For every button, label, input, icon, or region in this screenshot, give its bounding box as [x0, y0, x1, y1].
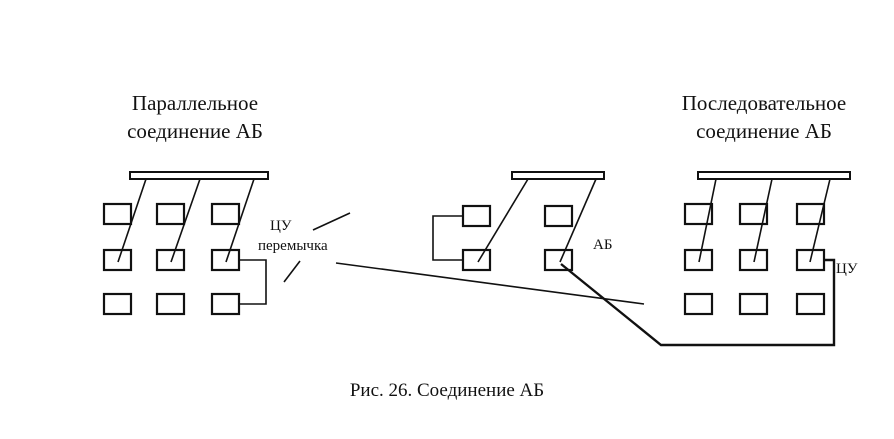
series-cell-r2c2: [738, 248, 769, 272]
series-title-line2: соединение АБ: [696, 119, 832, 143]
series-title-line1: Последовательное: [682, 91, 847, 115]
parallel-cell-r3c3: [210, 292, 241, 316]
detail-cell-r1c1: [461, 204, 492, 228]
series-label-cu: ЦУ: [836, 261, 858, 277]
parallel-cell-r3c2: [155, 292, 186, 316]
parallel-cell-r2c2: [155, 248, 186, 272]
parallel-wire-2: [170, 178, 201, 263]
detail-cell-r2c1: [461, 248, 492, 272]
detail-jumper: [432, 215, 463, 261]
parallel-wire-3: [225, 178, 255, 263]
parallel-title-line2: соединение АБ: [127, 119, 263, 143]
detail-group: АБ: [335, 171, 645, 305]
series-cell-r1c1: [683, 202, 714, 226]
detail-wire-1: [477, 178, 529, 263]
series-bus-bar: [697, 171, 851, 180]
parallel-title-line1: Параллельное: [132, 91, 258, 115]
series-cell-r3c2: [738, 292, 769, 316]
parallel-cell-r1c1: [102, 202, 133, 226]
detail-cell-r1c2: [543, 204, 574, 228]
parallel-wire-1: [117, 178, 147, 263]
detail-bus-bar: [511, 171, 605, 180]
series-cell-r3c1: [683, 292, 714, 316]
detail-cell-r2c2: [543, 248, 574, 272]
series-wire-1: [698, 178, 717, 263]
series-wire-2: [753, 178, 773, 263]
series-cell-r3c3: [795, 292, 826, 316]
detail-wire-2: [559, 178, 597, 263]
parallel-cell-r1c3: [210, 202, 241, 226]
parallel-label-cu: ЦУ: [270, 218, 292, 234]
parallel-bus-bar: [129, 171, 269, 180]
parallel-cell-r3c1: [102, 292, 133, 316]
series-wire-3: [809, 178, 831, 263]
parallel-cell-r2c1: [102, 248, 133, 272]
series-cell-r1c2: [738, 202, 769, 226]
detail-label-ab: АБ: [593, 237, 612, 253]
leader-ab-long: [335, 262, 645, 305]
series-connection-line: [560, 258, 836, 347]
leader-cu: [312, 212, 351, 231]
figure-caption: Рис. 26. Соединение АБ: [350, 380, 544, 401]
series-cell-r2c1: [683, 248, 714, 272]
series-cell-r1c3: [795, 202, 826, 226]
leader-jumper: [283, 260, 301, 283]
parallel-jumper: [239, 259, 267, 305]
series-connection-group: Последовательное соединение АБ ЦУ: [560, 91, 858, 347]
parallel-label-jumper: перемычка: [258, 238, 328, 254]
parallel-cell-r1c2: [155, 202, 186, 226]
parallel-cell-r2c3: [210, 248, 241, 272]
parallel-connection-group: Параллельное соединение АБ ЦУ перемычка: [102, 91, 351, 316]
